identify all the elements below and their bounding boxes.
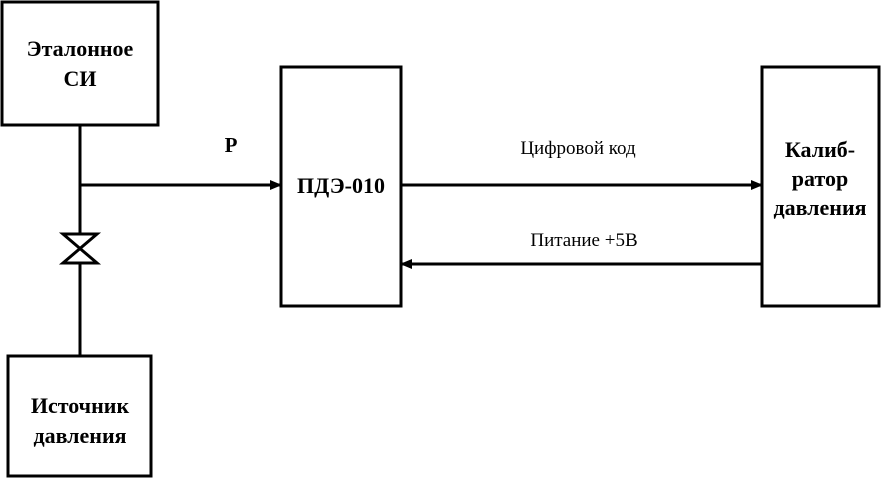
pressure-signal-label: P <box>225 133 238 157</box>
pressure-source-label-line1: Источник <box>31 393 130 418</box>
pressure-calibrator-block: Калиб- ратор давления <box>760 65 881 308</box>
calibrator-label-line1: Калиб- <box>785 137 855 162</box>
reference-instrument-label-line2: СИ <box>64 66 97 91</box>
calibrator-label-line2: ратор <box>792 166 848 191</box>
calibrator-label-line3: давления <box>773 195 866 220</box>
reference-instrument-block: Эталонное СИ <box>0 0 160 127</box>
power-label: Питание +5В <box>530 230 637 251</box>
pressure-source-label-line2: давления <box>33 423 126 448</box>
pressure-source-block: Источник давления <box>6 354 153 478</box>
digital-code-label: Цифровой код <box>520 138 636 159</box>
reference-instrument-label-line1: Эталонное <box>27 36 134 61</box>
pde-010-block: ПДЭ-010 <box>279 65 403 308</box>
valve-icon <box>58 232 102 265</box>
pde-010-label: ПДЭ-010 <box>297 173 385 198</box>
